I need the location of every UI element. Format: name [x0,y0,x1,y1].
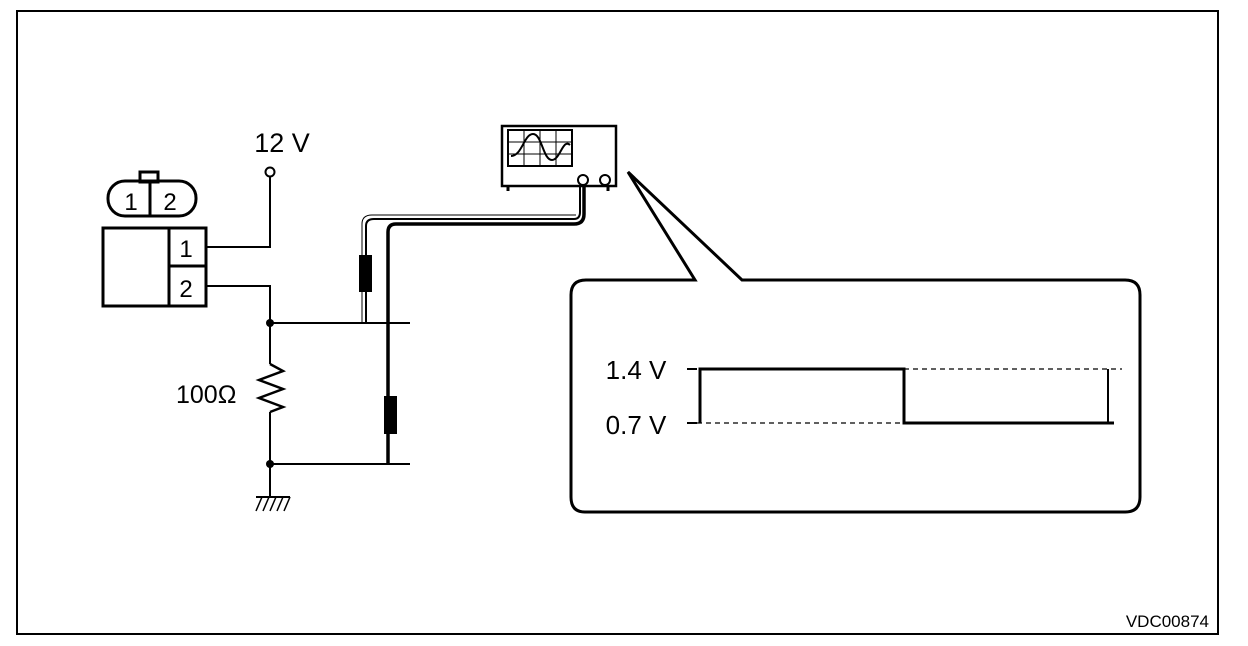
resistor-symbol [255,362,287,414]
waveform-trace [698,367,1114,425]
probe-lead-signal [359,186,581,323]
figure-code: VDC00874 [1126,612,1209,631]
figure-frame [16,10,1219,635]
pin1-supply-wire [206,177,271,248]
connector-face-view: 1 2 [106,170,198,218]
connector-face-pin-1: 1 [124,189,137,216]
resistor-label: 100Ω [176,381,236,409]
connector-body: 1 2 [101,226,208,308]
pin2-signal-wire [206,285,271,323]
connector-face-pin-2: 2 [163,189,176,216]
low-voltage-label: 0.7 V [606,410,667,440]
ground-symbol [255,464,291,512]
supply-voltage-label: 12 V [254,128,310,158]
connector-pin-2-label: 2 [179,276,192,303]
supply-terminal [264,166,276,178]
high-voltage-label: 1.4 V [606,355,667,385]
waveform-plot: 1.4 V 0.7 V [606,355,1122,440]
probe-lead-ground [384,186,586,464]
oscilloscope-icon [500,124,618,191]
probe-ground-body [384,396,397,434]
connector-pin-1-label: 1 [179,236,192,263]
waveform-callout [569,170,1142,514]
probe-signal-body [359,255,372,292]
